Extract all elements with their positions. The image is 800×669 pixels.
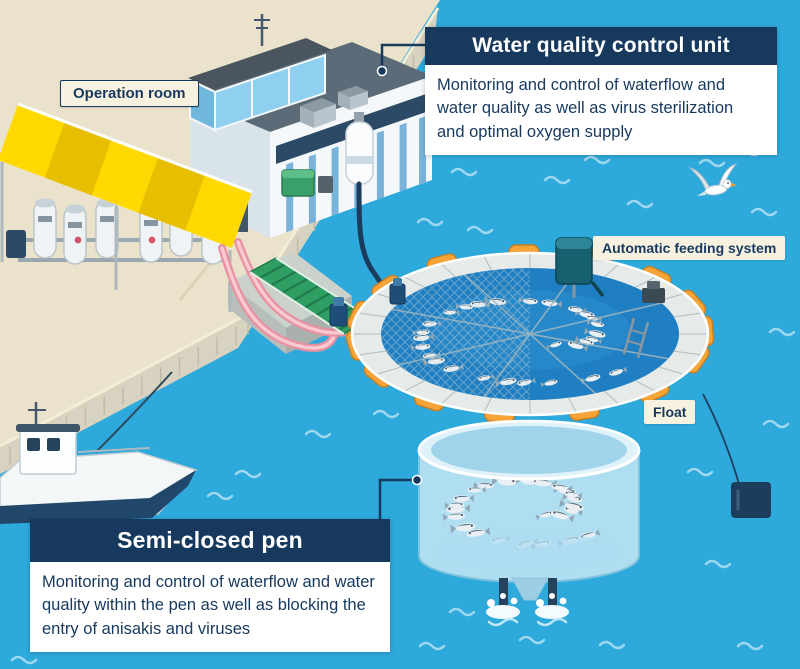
pen-pump-icon bbox=[329, 297, 348, 327]
fish-pen bbox=[329, 237, 715, 424]
water-quality-description: Monitoring and control of waterflow and … bbox=[425, 65, 777, 156]
wave-icon bbox=[518, 635, 546, 645]
wave-icon bbox=[416, 217, 444, 227]
wave-icon bbox=[304, 429, 332, 439]
float-label: Float bbox=[644, 400, 696, 424]
connector-semi-closed-pen bbox=[378, 474, 423, 519]
wave-icon bbox=[450, 167, 478, 177]
filter-tank-icon bbox=[33, 198, 57, 259]
rooftop-unit-icon bbox=[300, 86, 368, 128]
wave-icon bbox=[598, 640, 626, 650]
boat-icon bbox=[0, 371, 198, 524]
wave-icon bbox=[543, 175, 571, 185]
wave-icon bbox=[768, 327, 796, 337]
wave-icon bbox=[10, 655, 38, 665]
connector-water-quality bbox=[376, 43, 425, 77]
antenna-icon bbox=[254, 14, 270, 46]
automatic-feeding-label-text: Automatic feeding system bbox=[602, 240, 777, 256]
feeder-icon bbox=[555, 237, 605, 298]
water-splash-icon bbox=[535, 593, 569, 627]
filter-tank-icon bbox=[95, 198, 119, 259]
canopy bbox=[0, 102, 253, 312]
water-quality-callout: Water quality control unit Monitoring an… bbox=[425, 27, 777, 156]
filter-tank-icon bbox=[63, 204, 87, 265]
semi-closed-pen-callout: Semi-closed pen Monitoring and control o… bbox=[30, 519, 390, 653]
automatic-feeding-label: Automatic feeding system bbox=[593, 236, 786, 260]
water-splash-icon bbox=[486, 593, 520, 627]
wave-icon bbox=[448, 607, 476, 617]
operation-room-label-text: Operation room bbox=[73, 85, 186, 102]
wave-icon bbox=[686, 467, 714, 477]
wave-icon bbox=[234, 469, 262, 479]
wave-icon bbox=[626, 199, 654, 209]
float-label-text: Float bbox=[653, 404, 687, 420]
wave-icon bbox=[704, 559, 732, 569]
wave-icon bbox=[698, 158, 726, 168]
operation-room-label: Operation room bbox=[60, 80, 199, 107]
buoy-icon bbox=[702, 393, 771, 518]
wave-icon bbox=[583, 155, 611, 165]
wave-icon bbox=[762, 419, 790, 429]
semi-closed-pen-description: Monitoring and control of waterflow and … bbox=[30, 562, 390, 653]
operation-building bbox=[188, 14, 432, 238]
wave-icon bbox=[372, 409, 400, 419]
seagull-icon bbox=[688, 163, 738, 196]
net-cables bbox=[391, 270, 669, 398]
underwater-tank bbox=[417, 419, 641, 627]
wave-icon bbox=[736, 641, 764, 651]
semi-closed-pen-title: Semi-closed pen bbox=[30, 519, 390, 562]
wave-icon bbox=[750, 207, 778, 217]
ladder-icon bbox=[622, 317, 650, 359]
wave-icon bbox=[418, 641, 446, 651]
wave-icon bbox=[466, 225, 494, 235]
pump-unit-icon bbox=[281, 169, 333, 197]
wave-icon bbox=[206, 491, 234, 501]
pen-pump-icon bbox=[389, 278, 406, 305]
water-quality-title: Water quality control unit bbox=[425, 27, 777, 65]
winch-icon bbox=[642, 281, 665, 303]
oxygen-tank-icon bbox=[345, 112, 374, 185]
